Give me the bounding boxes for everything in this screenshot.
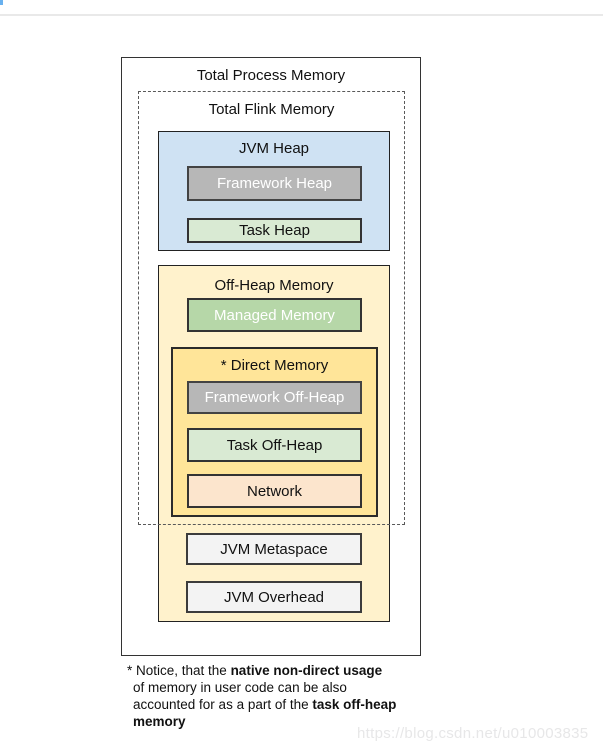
jvm-metaspace-box: JVM Metaspace	[186, 533, 362, 565]
jvm-heap-label: JVM Heap	[238, 140, 310, 157]
footnote-text: * Notice, that the	[127, 663, 231, 678]
total-process-memory-label: Total Process Memory	[196, 67, 346, 84]
footnote-line-1: * Notice, that the native non-direct usa…	[127, 662, 427, 679]
footnote-line-4: memory	[127, 713, 427, 730]
framework-heap-label: Framework Heap	[216, 175, 333, 192]
task-heap-label: Task Heap	[239, 222, 310, 239]
task-off-heap-label: Task Off-Heap	[226, 436, 323, 454]
direct-memory-label: * Direct Memory	[220, 357, 329, 374]
top-divider	[0, 14, 603, 16]
total-flink-memory-label: Total Flink Memory	[208, 101, 335, 118]
task-heap-box: Task Heap	[187, 218, 362, 243]
managed-memory-label: Managed Memory	[214, 306, 335, 324]
footnote-bold-text: task off-heap	[312, 697, 397, 712]
footnote-text: accounted for as a part of the	[133, 697, 313, 712]
footnote-line-3: accounted for as a part of the task off-…	[127, 696, 427, 713]
framework-heap-box: Framework Heap	[187, 166, 362, 201]
jvm-overhead-label: JVM Overhead	[223, 588, 325, 606]
watermark: https://blog.csdn.net/u010003835	[357, 725, 589, 742]
jvm-metaspace-label: JVM Metaspace	[220, 540, 328, 558]
footnote: * Notice, that the native non-direct usa…	[127, 662, 427, 730]
framework-off-heap-box: Framework Off-Heap	[187, 381, 362, 414]
task-off-heap-box: Task Off-Heap	[187, 428, 362, 462]
framework-off-heap-label: Framework Off-Heap	[204, 389, 345, 406]
network-box: Network	[187, 474, 362, 508]
jvm-overhead-box: JVM Overhead	[186, 581, 362, 613]
footnote-text: of memory in user code can be also	[133, 680, 347, 695]
scrollbar-fragment	[0, 0, 3, 5]
total-flink-memory-box: Total Flink Memory	[138, 91, 405, 525]
network-label: Network	[246, 482, 302, 500]
footnote-line-2: of memory in user code can be also	[127, 679, 427, 696]
footnote-bold-text: native non-direct usage	[230, 663, 383, 678]
managed-memory-box: Managed Memory	[187, 298, 362, 332]
footnote-bold-text: memory	[133, 714, 186, 729]
off-heap-memory-label: Off-Heap Memory	[214, 277, 334, 294]
